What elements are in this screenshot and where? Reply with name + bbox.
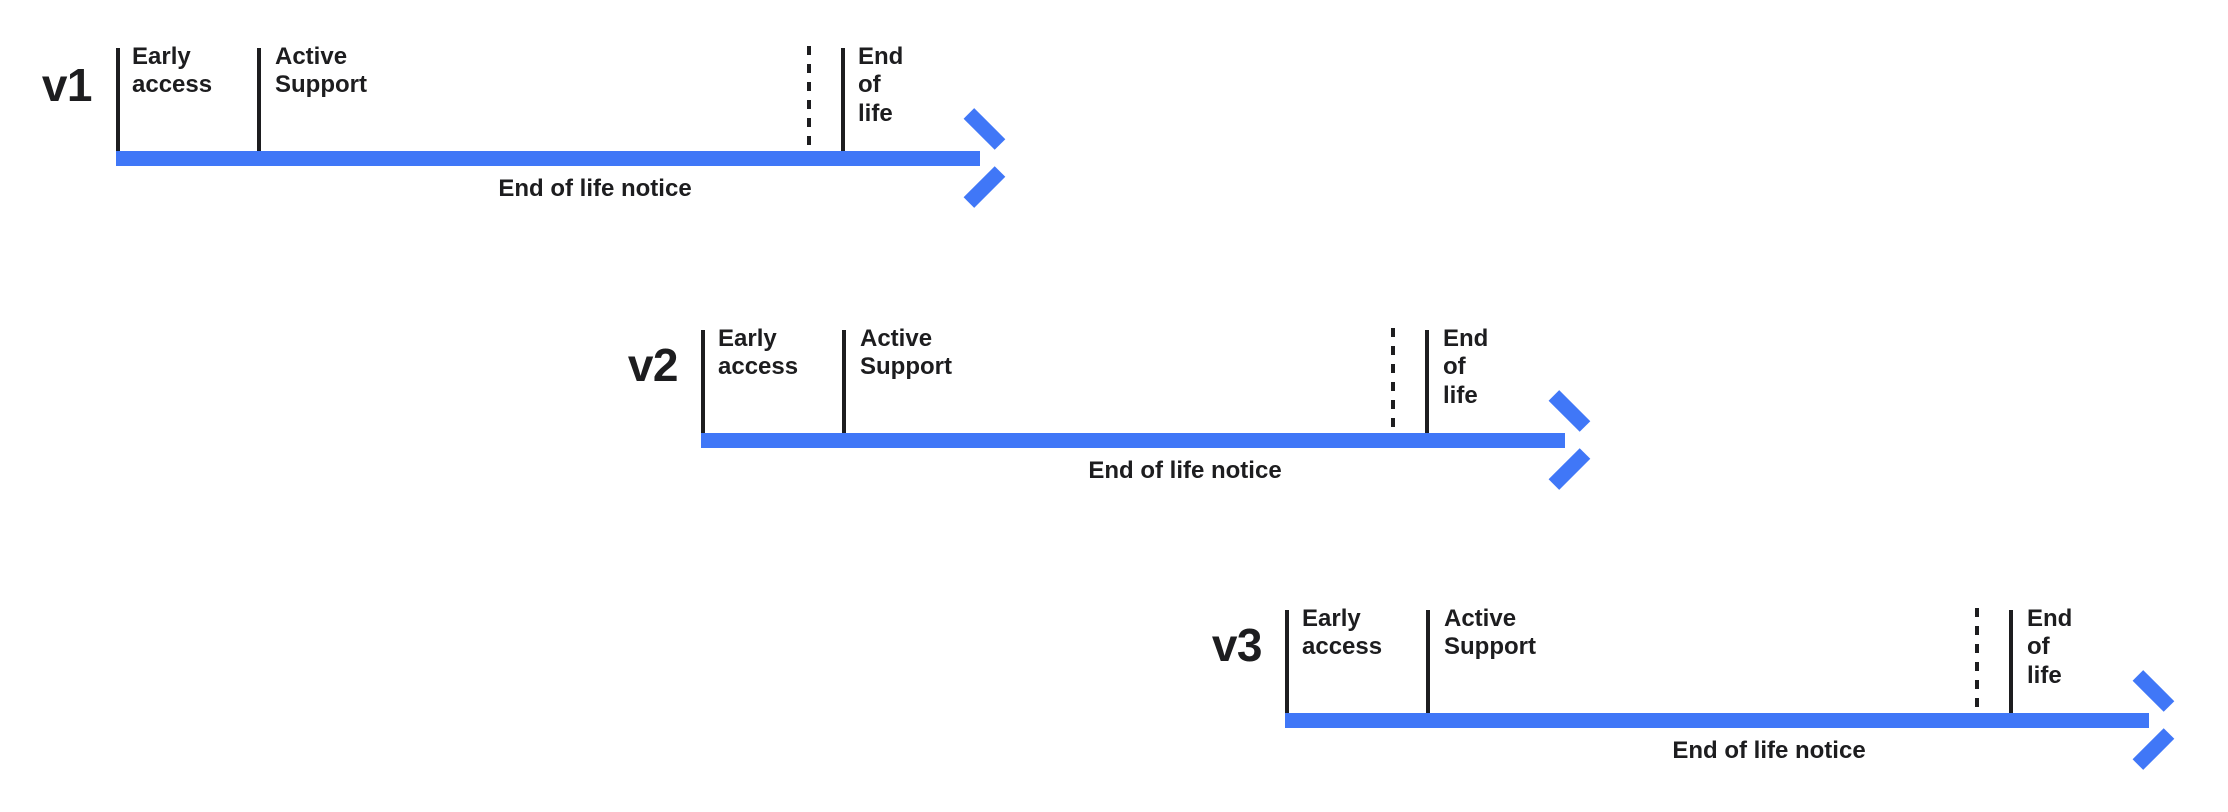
arrow-stroke-upper-v3 <box>2132 670 2175 712</box>
phase-label-end-of-life-v1: End of life <box>858 43 904 127</box>
phase-label-end-of-life-v3: End of life <box>2027 605 2073 689</box>
version-label-v3: v3 <box>1211 619 1263 671</box>
version-label-v1: v1 <box>41 59 93 111</box>
phase-label-early-access-v1: Early access <box>132 43 213 99</box>
phase-label-early-access-v3: Early access <box>1302 605 1383 661</box>
phase-divider-active-support-start-v2 <box>842 330 846 433</box>
phase-label-active-support-v3: Active Support <box>1444 605 1536 661</box>
phase-label-active-support-v2: Active Support <box>860 325 952 381</box>
arrow-stroke-upper-v2 <box>1548 390 1591 432</box>
phase-label-end-of-life-v2: End of life <box>1443 325 1489 409</box>
phase-divider-early-access-start-v3 <box>1285 610 1289 713</box>
phase-divider-end-of-life-start-v3 <box>2009 610 2013 713</box>
timeline-arrow-icon-v1 <box>954 108 1012 208</box>
phase-divider-end-of-life-start-v1 <box>841 48 845 151</box>
arrow-stroke-lower-v3 <box>2132 728 2175 770</box>
phase-divider-active-support-start-v3 <box>1426 610 1430 713</box>
arrow-stroke-lower-v1 <box>963 166 1006 208</box>
end-of-life-notice-marker-v1 <box>807 46 811 151</box>
phase-label-early-access-v2: Early access <box>718 325 799 381</box>
timeline-arrow-icon-v2 <box>1539 390 1597 490</box>
end-of-life-notice-marker-v2 <box>1391 328 1395 433</box>
phase-divider-early-access-start-v1 <box>116 48 120 151</box>
end-of-life-notice-label-v3: End of life notice <box>1672 737 1866 764</box>
phase-divider-active-support-start-v1 <box>257 48 261 151</box>
version-label-v2: v2 <box>627 339 679 391</box>
timeline-bar-v3 <box>1285 713 2149 728</box>
phase-divider-end-of-life-start-v2 <box>1425 330 1429 433</box>
timeline-bar-v1 <box>116 151 980 166</box>
timeline-arrow-icon-v3 <box>2123 670 2181 770</box>
arrow-stroke-lower-v2 <box>1548 448 1591 490</box>
phase-divider-early-access-start-v2 <box>701 330 705 433</box>
end-of-life-notice-label-v2: End of life notice <box>1088 457 1282 484</box>
arrow-stroke-upper-v1 <box>963 108 1006 150</box>
end-of-life-notice-marker-v3 <box>1975 608 1979 713</box>
end-of-life-notice-label-v1: End of life notice <box>498 175 692 202</box>
phase-label-active-support-v1: Active Support <box>275 43 367 99</box>
timeline-bar-v2 <box>701 433 1565 448</box>
